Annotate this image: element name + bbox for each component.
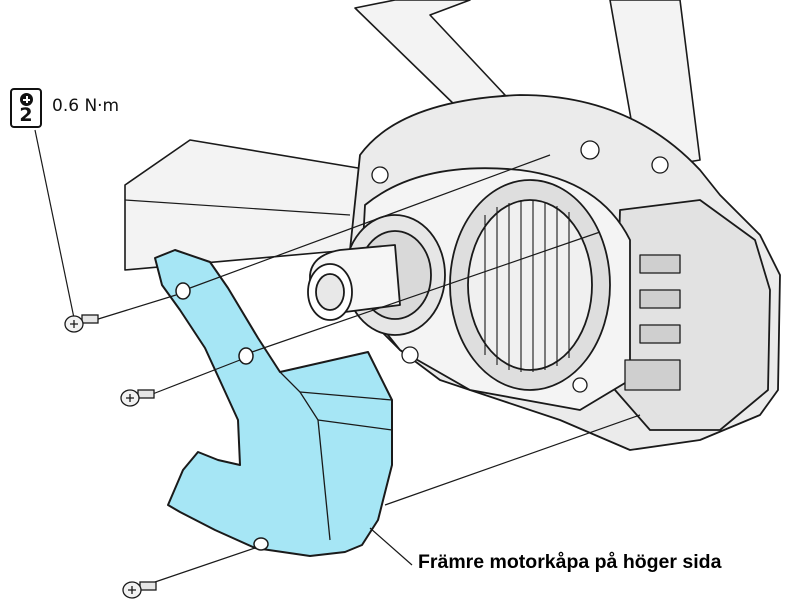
torque-tool-badge: 2 [10,88,42,128]
drive-unit [307,94,781,451]
screw-icon [64,314,99,333]
torque-value: 0.6 N·m [52,96,120,116]
callout-label: Främre motorkåpa på höger sida [418,551,722,573]
chainstay-tube [124,139,371,271]
cover-hole-bottom [253,537,269,551]
guide-lines [34,129,641,583]
cover-hole-top [175,282,191,300]
housing-bolts [371,140,669,393]
connector-block [624,254,681,391]
bike-frame [124,0,701,271]
bit-size: 2 [19,104,33,126]
screw-icon [122,581,157,599]
phillips-screwdriver-icon [20,93,33,106]
motor-side-panel [614,199,771,431]
rotor-fins [484,200,570,372]
cover-hole-middle [238,347,254,365]
screw-icon [120,389,155,407]
seat-tube [354,0,506,111]
